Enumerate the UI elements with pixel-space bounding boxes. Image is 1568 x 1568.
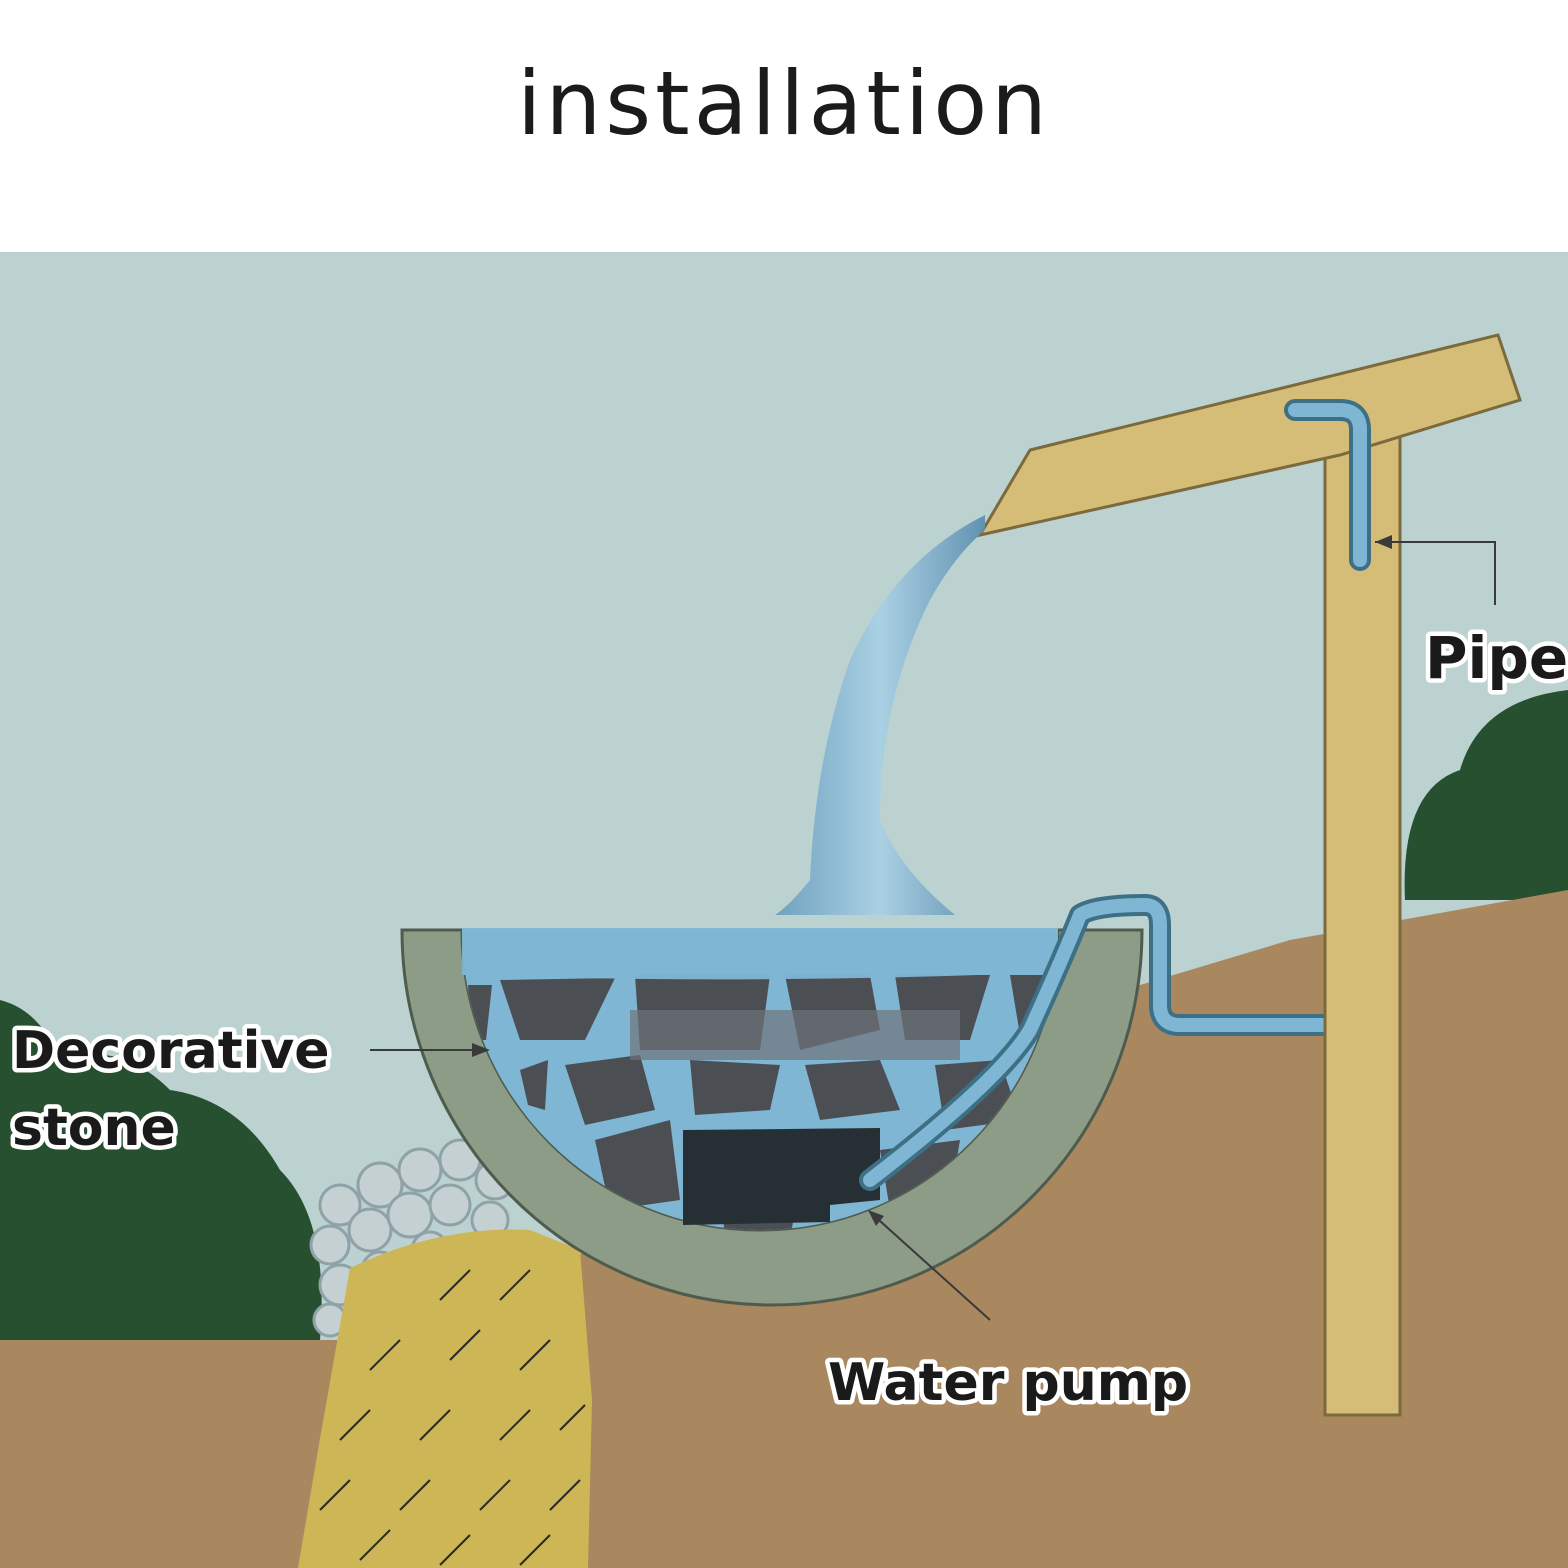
page-title: installation <box>517 52 1051 155</box>
stone-arrowhead <box>472 1043 490 1057</box>
gravel-base <box>298 1229 592 1568</box>
right-bush <box>1404 690 1568 900</box>
water-surface <box>462 928 1058 980</box>
pipe-arrowhead <box>1375 535 1392 549</box>
pump-arrowhead <box>868 1210 884 1226</box>
installation-diagram: Pipe Decorative stone Water pump <box>0 252 1568 1568</box>
wooden-spout <box>976 333 1522 538</box>
gravel-base-hatching <box>319 1269 586 1566</box>
waterfall <box>775 515 985 915</box>
blurred-patch <box>630 1010 960 1060</box>
label-water-pump: Water pump <box>828 1353 1188 1413</box>
pipe-leader-line <box>1375 541 1496 605</box>
pipe-top <box>1288 403 1367 567</box>
label-decorative-stone-line1: Decorative <box>12 1021 330 1081</box>
left-bush <box>0 1000 322 1340</box>
label-pipe: Pipe <box>1425 624 1568 692</box>
label-decorative-stone-line2: stone <box>12 1098 176 1158</box>
pump-leader-line <box>869 1211 991 1321</box>
water-pump <box>683 1128 880 1225</box>
